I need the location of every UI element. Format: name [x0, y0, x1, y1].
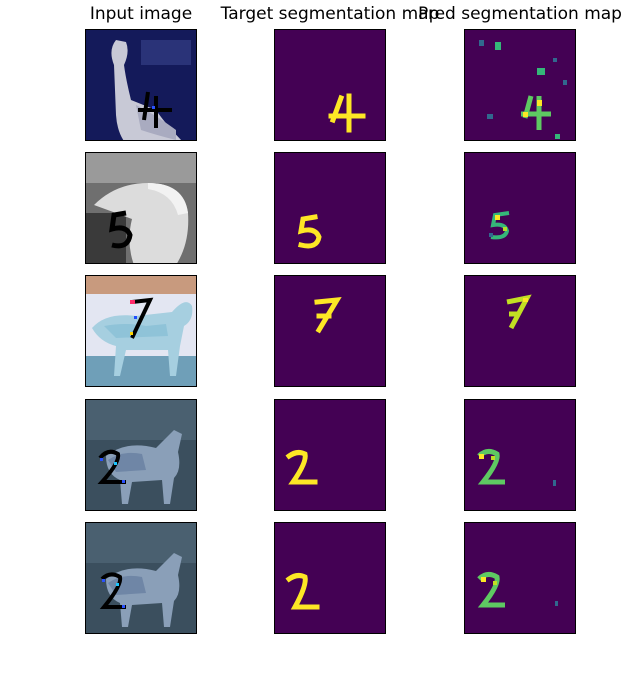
pred-map-row-2: [464, 152, 576, 264]
pred-map-row-3: [464, 275, 576, 387]
target-map-row-5: [274, 522, 386, 634]
pred-map-row-4: [464, 399, 576, 511]
input-image-row-4: [85, 399, 197, 511]
column-title-input: Input image: [89, 4, 193, 24]
input-image-row-1: [85, 29, 197, 141]
input-image-row-5: [85, 522, 197, 634]
target-map-row-3: [274, 275, 386, 387]
input-image-row-2: [85, 152, 197, 264]
pred-map-row-1: [464, 29, 576, 141]
column-title-target: Target segmentation map: [220, 4, 440, 24]
pred-map-row-5: [464, 522, 576, 634]
column-title-pred: Pred segmentation map: [418, 4, 622, 24]
input-image-row-3: [85, 275, 197, 387]
target-map-row-2: [274, 152, 386, 264]
target-map-row-4: [274, 399, 386, 511]
target-map-row-1: [274, 29, 386, 141]
